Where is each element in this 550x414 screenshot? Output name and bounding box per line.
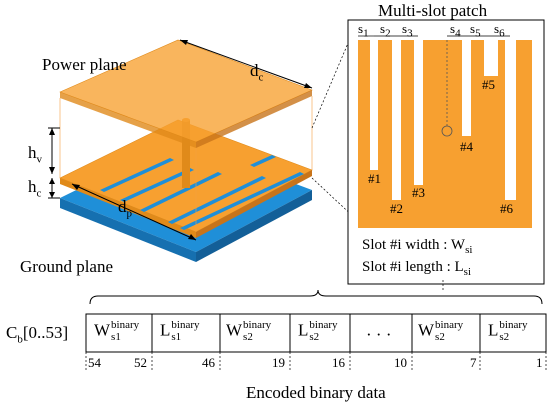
- index-54: 54: [88, 355, 101, 370]
- patch-detail-box: [347, 19, 545, 285]
- hv-label: hv: [28, 143, 42, 166]
- index-16: 16: [332, 355, 345, 370]
- slot-id-6: #6: [500, 201, 513, 216]
- encoded-label: Encoded binary data: [246, 383, 386, 402]
- slot-id-5: #5: [482, 77, 495, 92]
- encoding-table: [85, 313, 547, 372]
- connector-top: [311, 21, 358, 129]
- slot-length-text: Slot #i length : Lsi: [362, 259, 472, 278]
- index-7: 7: [470, 355, 477, 370]
- power-plane: [59, 39, 313, 232]
- spacing-label-s2: s2: [380, 21, 391, 40]
- spacing-label-s5: s5: [470, 21, 481, 40]
- slot-id-3: #3: [412, 185, 425, 200]
- ground-plane-label: Ground plane: [20, 257, 114, 276]
- slot-id-4: #4: [460, 139, 473, 154]
- cb-label: Cb[0..53]: [6, 323, 69, 346]
- spacing-label-s6: s6: [494, 21, 505, 40]
- index-46: 46: [202, 355, 215, 370]
- spacing-label-s4: s4: [450, 21, 461, 40]
- index-52: 52: [134, 355, 147, 370]
- index-10: 10: [394, 355, 407, 370]
- brace: [89, 289, 543, 305]
- hc-label: hc: [28, 177, 42, 200]
- slot-id-1: #1: [368, 171, 381, 186]
- index-1: 1: [536, 355, 543, 370]
- index-19: 19: [272, 355, 285, 370]
- dimension-lines: [48, 39, 313, 241]
- spacing-label-s1: s1: [358, 21, 369, 40]
- slot-id-2: #2: [390, 201, 403, 216]
- spacing-label-s3: s3: [402, 21, 413, 40]
- cell-ellipsis: · · ·: [366, 325, 392, 344]
- dp-label: dp: [118, 197, 132, 220]
- power-plane-label: Power plane: [42, 55, 127, 74]
- slot-width-text: Slot #i width : Wsi: [362, 237, 473, 256]
- patch-title: Multi-slot patch: [378, 1, 488, 20]
- dc-label: dc: [250, 61, 264, 84]
